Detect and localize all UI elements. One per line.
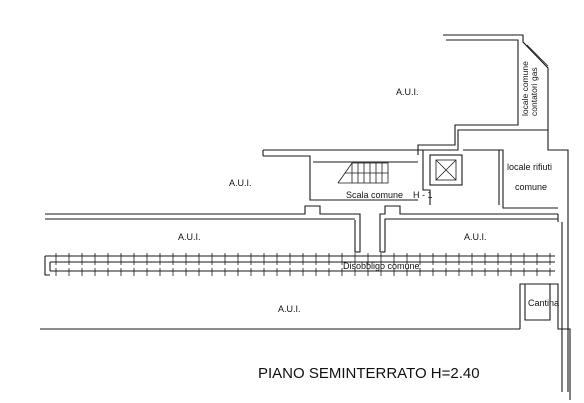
room-label-locale-comune: locale comune bbox=[520, 61, 530, 116]
room-label-locale-rifiuti: locale rifiuti bbox=[507, 162, 552, 172]
plan-title: PIANO SEMINTERRATO H=2.40 bbox=[258, 365, 480, 382]
room-label-comune: comune bbox=[515, 182, 547, 192]
dimension-ticks bbox=[55, 253, 551, 276]
room-label-scala-comune: Scala comune bbox=[346, 190, 403, 200]
room-label-aui-top-right: A.U.I. bbox=[396, 87, 419, 97]
lift-shaft bbox=[429, 154, 463, 186]
room-label-h1: H - 1 bbox=[413, 190, 433, 200]
room-label-aui-bottom: A.U.I. bbox=[278, 304, 301, 314]
corridor-label-disobbligo: Disobbligo comune bbox=[343, 261, 420, 271]
disobbligo-corridor bbox=[44, 253, 555, 276]
room-label-aui-corridor-right: A.U.I. bbox=[464, 232, 487, 242]
room-label-aui-mid-left: A.U.I. bbox=[229, 178, 252, 188]
room-label-contatori-gas: contatori gas bbox=[529, 67, 539, 116]
stair-icon bbox=[337, 162, 389, 184]
room-label-cantina: Cantina bbox=[528, 298, 559, 308]
bottom-walls bbox=[40, 222, 571, 400]
stair-block bbox=[262, 149, 423, 201]
corridor-walls bbox=[45, 205, 559, 253]
room-label-aui-corridor-left: A.U.I. bbox=[178, 232, 201, 242]
upper-right-walls bbox=[417, 34, 569, 222]
